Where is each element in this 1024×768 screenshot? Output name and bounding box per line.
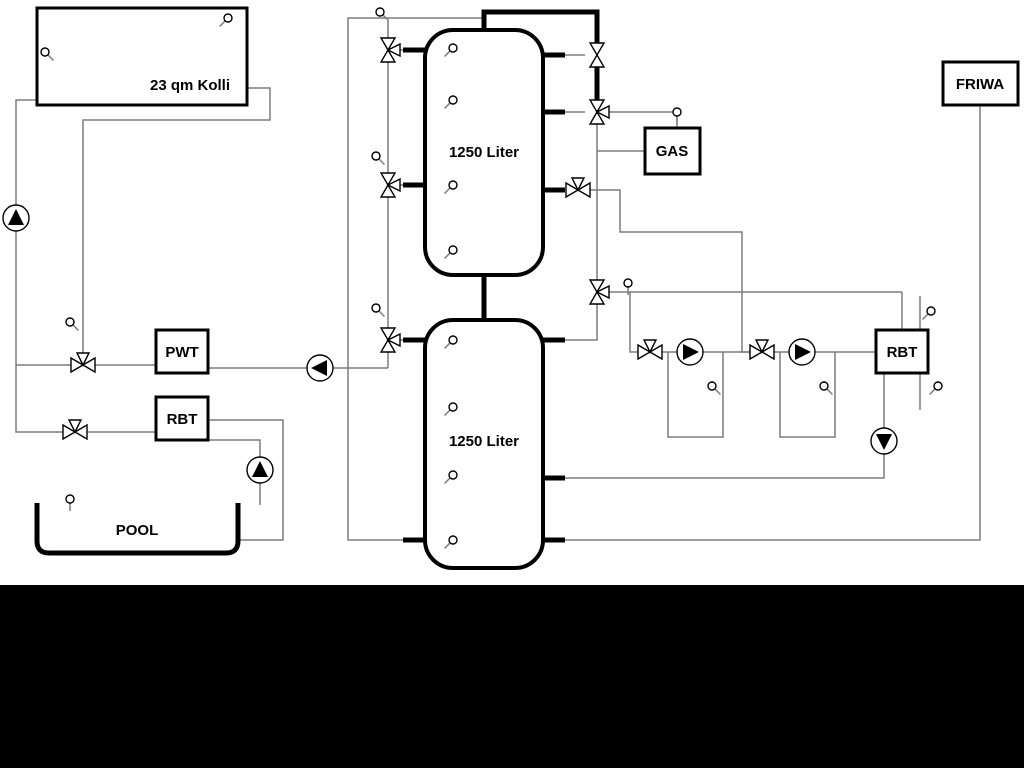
- buffer-tank-top: [423, 28, 545, 277]
- temperature-sensor-icon: [918, 304, 938, 324]
- three-way-valve-icon: [749, 339, 775, 360]
- temperature-sensor-icon: [672, 107, 682, 125]
- temperature-sensor-icon: [817, 379, 837, 399]
- pump-right-icon: [788, 338, 816, 366]
- temperature-sensor-icon: [373, 5, 393, 25]
- valve-icon: [589, 42, 605, 68]
- letterbox-bottom: [0, 585, 1024, 768]
- pump-down-icon: [870, 427, 898, 455]
- pipe-top-main: [481, 9, 600, 100]
- temperature-sensor-icon: [705, 379, 725, 399]
- pipe-boiler-riser: [565, 124, 598, 341]
- three-way-valve-icon: [70, 352, 96, 373]
- tank-top-label: 1250 Liter: [449, 144, 519, 161]
- collector-box: [35, 6, 249, 107]
- temperature-sensor-icon: [925, 379, 945, 399]
- pipe-distribution-header: [609, 291, 903, 353]
- schematic-canvas: 23 qm Kolli 1250 Liter 1250 Liter PWT RB…: [2, 5, 1020, 570]
- pool-basin: [34, 503, 241, 556]
- pipe-collector-return: [15, 99, 63, 433]
- collector-label: 23 qm Kolli: [150, 77, 230, 94]
- hydraulic-schematic: 23 qm Kolli 1250 Liter 1250 Liter PWT RB…: [0, 0, 1024, 585]
- pipe-boiler-group2: [590, 189, 750, 353]
- rbt-right-label: RBT: [887, 344, 918, 361]
- pipe-collector-supply: [82, 87, 271, 353]
- pipe-tank-right-ports: [565, 54, 585, 113]
- pipe-friwa-line: [565, 105, 981, 541]
- three-way-valve-icon: [589, 279, 610, 305]
- pipe-pool-return: [208, 419, 284, 541]
- three-way-valve-icon: [62, 419, 88, 440]
- temperature-sensor-icon: [369, 301, 389, 321]
- pipe-group1-bypass: [667, 352, 724, 438]
- pump-left-icon: [306, 354, 334, 382]
- gas-boiler-box: [643, 126, 702, 176]
- friwa-box: [941, 60, 1020, 107]
- pipe-rbt-right-to-tank: [565, 373, 885, 479]
- pipe-gas-feed: [609, 111, 678, 128]
- three-way-valve-icon: [380, 172, 401, 198]
- rbt-right-box: [874, 328, 930, 375]
- pipe-top-cross-line: [347, 17, 484, 541]
- friwa-label: FRIWA: [956, 76, 1004, 93]
- temperature-sensor-icon: [63, 315, 83, 335]
- stubs-tank-bottom: [403, 337, 565, 543]
- pipe-group2-bypass: [779, 352, 836, 438]
- gas-label: GAS: [656, 143, 689, 160]
- pump-up-icon: [2, 204, 30, 232]
- three-way-valve-icon: [380, 327, 401, 353]
- temperature-sensor-icon: [369, 149, 389, 169]
- three-way-valve-icon: [380, 37, 401, 63]
- rbt-left-label: RBT: [167, 411, 198, 428]
- three-way-valve-icon: [637, 339, 663, 360]
- three-way-valve-icon: [565, 177, 591, 198]
- buffer-tank-bottom: [423, 318, 545, 570]
- pipe-rbt-to-pool: [208, 439, 261, 505]
- tank-bottom-label: 1250 Liter: [449, 433, 519, 450]
- pool-label: POOL: [116, 522, 159, 539]
- pwt-label: PWT: [165, 344, 198, 361]
- pwt-box: [154, 328, 210, 375]
- pump-right-icon: [676, 338, 704, 366]
- rbt-left-box: [154, 395, 210, 442]
- stubs-tank-top: [403, 47, 565, 193]
- pump-up-icon: [246, 456, 274, 484]
- pipe-tank-left-riser: [387, 20, 404, 368]
- three-way-valve-icon: [589, 99, 610, 125]
